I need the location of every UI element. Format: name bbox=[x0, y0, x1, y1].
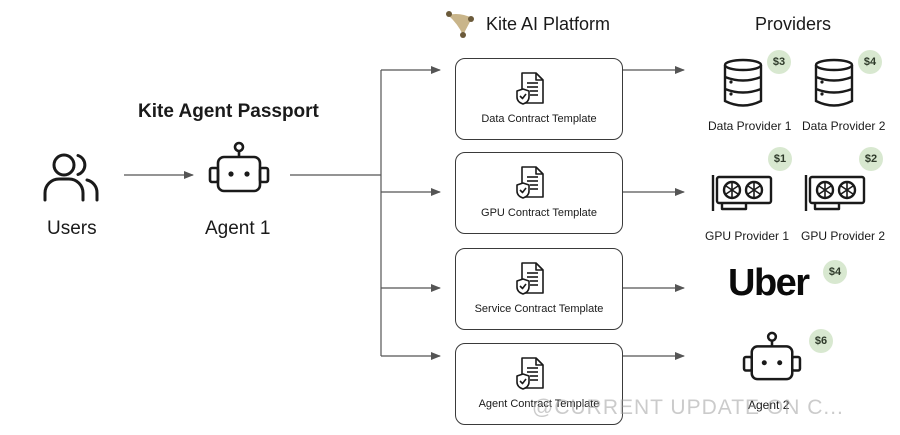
uber-logo: Uber bbox=[728, 262, 810, 304]
robot-icon bbox=[742, 331, 802, 381]
service-contract-template-card: Service Contract Template bbox=[455, 248, 623, 330]
gpu-provider-2-label: GPU Provider 2 bbox=[801, 229, 886, 243]
price-badge: $4 bbox=[823, 260, 847, 284]
document-shield-icon bbox=[516, 72, 544, 105]
template-label: Agent Contract Template bbox=[478, 398, 600, 410]
template-label: Service Contract Template bbox=[474, 303, 604, 315]
price-badge: $4 bbox=[858, 50, 882, 74]
gpu-card-icon bbox=[711, 175, 773, 211]
providers-header: Providers bbox=[755, 14, 832, 34]
data-contract-template-card: Data Contract Template bbox=[455, 58, 623, 140]
data-provider-2-label: Data Provider 2 bbox=[802, 119, 886, 133]
data-provider-1-label: Data Provider 1 bbox=[708, 119, 792, 133]
gpu-card-icon bbox=[804, 175, 866, 211]
database-icon bbox=[723, 58, 763, 107]
price-badge: $3 bbox=[767, 50, 791, 74]
template-label: Data Contract Template bbox=[481, 113, 597, 125]
watermark: @CURRENT UPDATE ON C... bbox=[532, 396, 844, 419]
document-shield-icon bbox=[516, 166, 544, 199]
gpu-contract-template-card: GPU Contract Template bbox=[455, 152, 623, 234]
users-label: Users bbox=[47, 218, 97, 239]
document-shield-icon bbox=[516, 262, 544, 295]
platform-title: Kite AI Platform bbox=[486, 14, 611, 34]
price-badge: $6 bbox=[809, 329, 833, 353]
database-icon bbox=[814, 58, 854, 107]
price-badge: $2 bbox=[859, 147, 883, 171]
kite-logo-icon bbox=[446, 11, 474, 38]
gpu-provider-1-label: GPU Provider 1 bbox=[705, 229, 790, 243]
price-badge: $1 bbox=[768, 147, 792, 171]
robot-icon bbox=[208, 141, 270, 193]
document-shield-icon bbox=[516, 357, 544, 390]
users-icon bbox=[43, 153, 99, 202]
agent1-label: Agent 1 bbox=[205, 218, 271, 239]
agent-contract-template-card: Agent Contract Template bbox=[455, 343, 623, 425]
agent-2-label: Agent 2 bbox=[748, 398, 790, 412]
template-label: GPU Contract Template bbox=[481, 207, 597, 219]
passport-title: Kite Agent Passport bbox=[138, 101, 319, 122]
